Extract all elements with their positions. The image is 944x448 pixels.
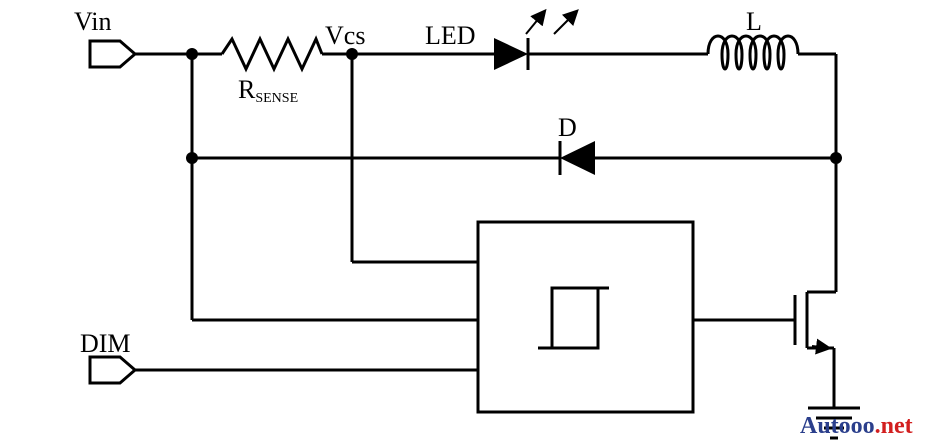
controller-block: [476, 220, 695, 414]
diode-triangle: [560, 141, 595, 175]
label-vin: Vin: [74, 7, 111, 36]
label-vcs: Vcs: [325, 21, 365, 50]
rsense-resistor: [220, 35, 324, 73]
junction-dot-vin: [186, 48, 198, 60]
led-triangle: [494, 38, 528, 70]
hysteresis-symbol: [538, 286, 609, 350]
led-light-arrow-2: [553, 9, 579, 35]
vin-terminal: [88, 39, 138, 69]
dim-terminal: [88, 355, 138, 385]
watermark-part1: Autooo: [800, 413, 875, 439]
watermark: Autooo.net: [800, 413, 913, 439]
junction-dot-right: [830, 152, 842, 164]
label-inductor: L: [746, 7, 762, 36]
inductor-coil: [706, 34, 800, 71]
led-light-arrow-1: [525, 8, 547, 35]
junction-dot-left: [186, 152, 198, 164]
label-dim: DIM: [80, 329, 131, 358]
label-rsense: RSENSE: [238, 75, 298, 106]
junction-dot-vcs: [346, 48, 358, 60]
label-diode: D: [558, 113, 577, 142]
watermark-part2: .net: [875, 413, 913, 439]
label-led: LED: [425, 21, 476, 50]
